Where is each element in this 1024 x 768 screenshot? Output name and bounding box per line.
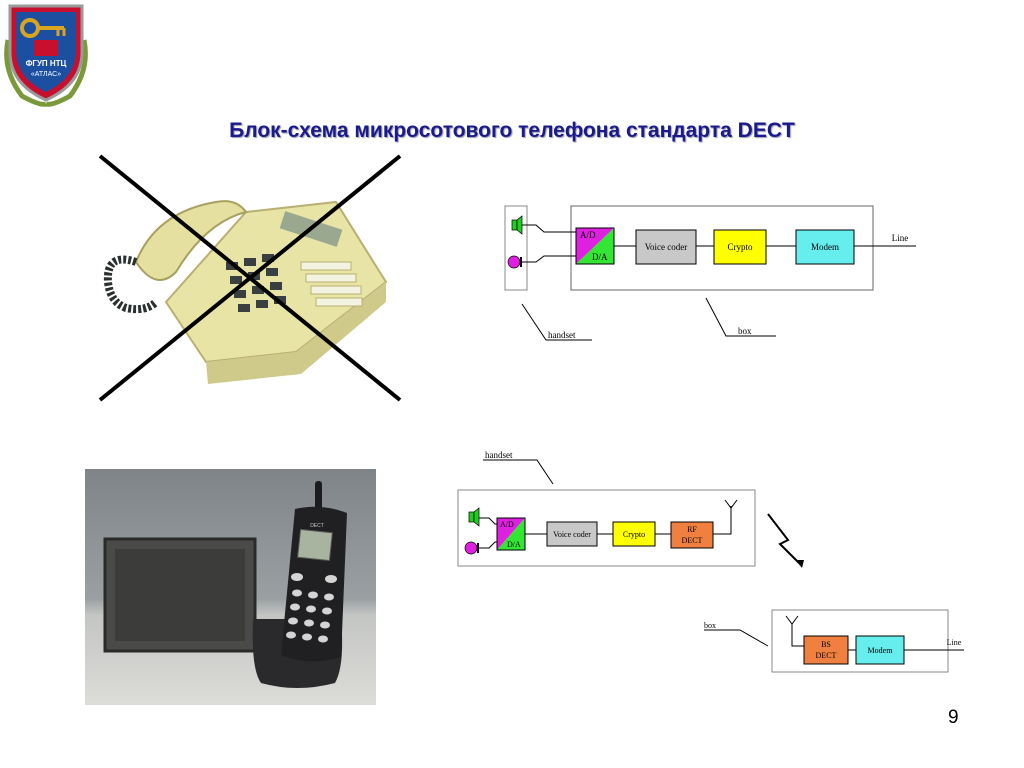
desk-phone-photo	[96, 152, 406, 404]
wired-crypto-label: Crypto	[727, 242, 753, 252]
wired-modem-label: Modem	[811, 242, 839, 252]
logo-text-line2: «АТЛАС»	[31, 71, 61, 78]
logo-text-line1: ФГУП НТЦ	[26, 59, 67, 68]
dect-phone-brand: DECT	[310, 523, 324, 529]
dect-box-diagram: box BS DECT Modem Line	[696, 606, 966, 676]
wired-line-label: Line	[892, 233, 909, 243]
bs-label-1: BS	[821, 640, 831, 649]
dect-handset-label: handset	[485, 450, 513, 460]
dect-box-label: box	[704, 621, 716, 630]
page-number: 9	[948, 707, 959, 728]
dect-phone-photo: DECT	[85, 469, 376, 705]
dect-rf-label-2: DECT	[682, 536, 703, 545]
microphone-icon	[464, 541, 479, 555]
wired-box-label: box	[738, 326, 752, 336]
radio-link-icon	[764, 510, 808, 572]
dect-handset-diagram: handset A/D D/A Voice coder Crypto RF	[455, 448, 759, 572]
slide-title: Блок-схема микросотового телефона станда…	[229, 119, 795, 142]
wired-block-diagram: A/D D/A Voice coder Crypto Modem Line ha…	[500, 200, 920, 350]
antenna-icon	[785, 615, 799, 625]
wired-voice-coder-label: Voice coder	[645, 242, 688, 252]
speaker-icon	[511, 215, 523, 235]
wired-ad-label: A/D	[580, 230, 596, 240]
wired-da-label: D/A	[592, 252, 608, 262]
dect-da-label: D/A	[507, 540, 521, 549]
wired-handset-label: handset	[548, 330, 576, 340]
dect-voice-coder-label: Voice coder	[553, 530, 591, 539]
dect-modem-label: Modem	[868, 646, 894, 655]
dect-line-label: Line	[947, 638, 962, 647]
antenna-icon	[724, 499, 738, 509]
bs-label-2: DECT	[816, 651, 837, 660]
dect-ad-label: A/D	[500, 520, 514, 529]
dect-rf-label-1: RF	[687, 525, 697, 534]
microphone-icon	[507, 255, 522, 269]
speaker-icon	[468, 507, 480, 527]
company-logo: ФГУП НТЦ «АТЛАС»	[0, 0, 92, 108]
dect-crypto-label: Crypto	[623, 530, 645, 539]
